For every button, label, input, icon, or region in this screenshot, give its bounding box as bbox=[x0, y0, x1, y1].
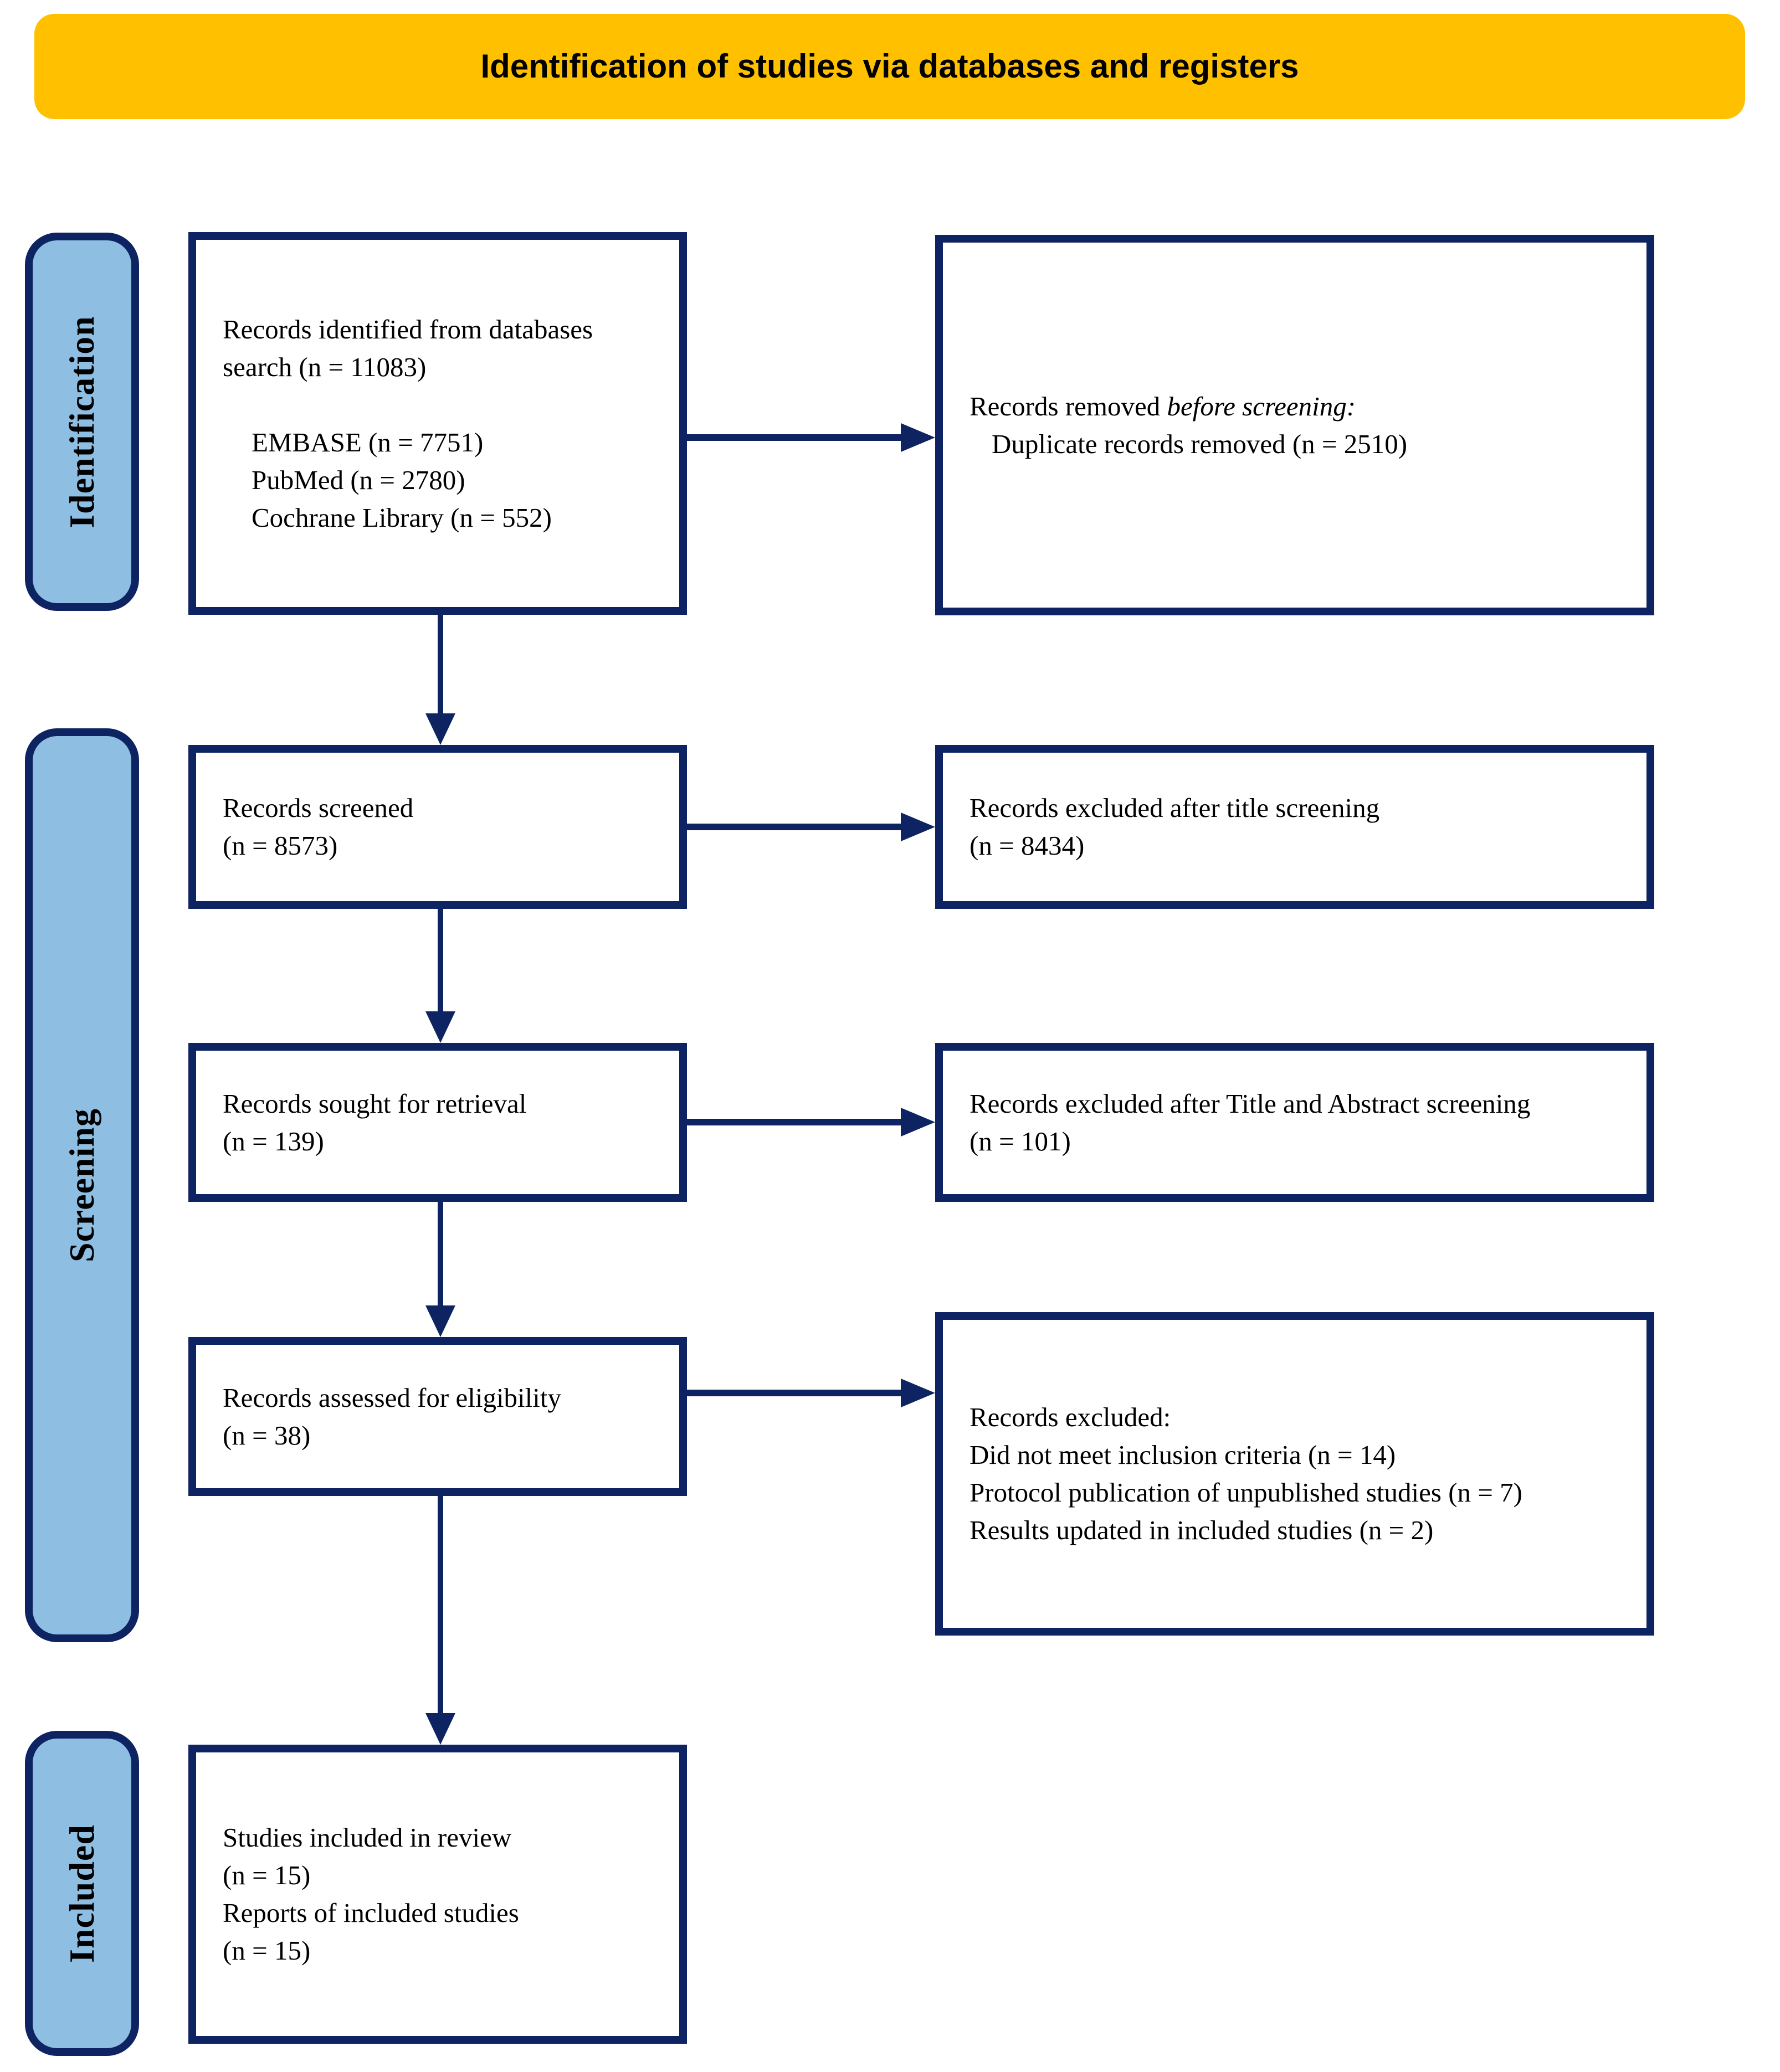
box-records-excluded-line2: Did not meet inclusion criteria (n = 14) bbox=[969, 1439, 1396, 1470]
box-records-removed-normal: Records removed bbox=[969, 390, 1167, 421]
box-records-identified-embase: EMBASE (n = 7751) bbox=[252, 426, 484, 457]
box-records-excluded-line4: Results updated in included studies (n =… bbox=[969, 1515, 1434, 1545]
arrow-down-1-head bbox=[425, 713, 455, 745]
box-studies-included-line1: Studies included in review bbox=[223, 1822, 512, 1853]
stage-label-identification: Identification bbox=[62, 315, 101, 528]
box-excluded-title-line1: Records excluded after title screening bbox=[969, 793, 1380, 823]
box-records-sought-line1: Records sought for retrieval bbox=[223, 1088, 527, 1119]
arrow-right-2-head bbox=[901, 813, 935, 841]
box-studies-included-line2: (n = 15) bbox=[223, 1860, 311, 1890]
box-records-excluded-line1: Records excluded: bbox=[969, 1402, 1171, 1432]
box-records-identified-line2: search (n = 11083) bbox=[223, 351, 427, 382]
box-records-removed-line2: Duplicate records removed (n = 2510) bbox=[992, 428, 1408, 459]
box-records-removed-line1: Records removed before screening: bbox=[969, 388, 1630, 425]
box-records-identified-pubmed: PubMed (n = 2780) bbox=[252, 464, 465, 495]
box-excluded-abstract-screening: Records excluded after Title and Abstrac… bbox=[935, 1043, 1654, 1202]
arrow-right-1-head bbox=[901, 423, 935, 452]
box-records-assessed: Records assessed for eligibility (n = 38… bbox=[188, 1337, 687, 1496]
diagram-title: Identification of studies via databases … bbox=[480, 48, 1299, 85]
box-records-identified: Records identified from databases search… bbox=[188, 232, 687, 615]
box-records-sought: Records sought for retrieval (n = 139) bbox=[188, 1043, 687, 1202]
arrow-right-1-line bbox=[687, 434, 901, 441]
box-records-excluded-line3: Protocol publication of unpublished stud… bbox=[969, 1477, 1522, 1508]
arrow-down-2-head bbox=[425, 1011, 455, 1043]
stage-pill-identification: Identification bbox=[25, 233, 139, 611]
box-studies-included-line4: (n = 15) bbox=[223, 1935, 311, 1966]
box-records-sought-line2: (n = 139) bbox=[223, 1125, 324, 1156]
box-studies-included-line3: Reports of included studies bbox=[223, 1898, 519, 1928]
arrow-right-2-line bbox=[687, 824, 901, 830]
arrow-right-4-head bbox=[901, 1379, 935, 1407]
stage-pill-screening: Screening bbox=[25, 728, 139, 1642]
box-records-removed-italic: before screening: bbox=[1167, 390, 1356, 421]
stage-label-screening: Screening bbox=[62, 1108, 101, 1263]
box-records-identified-line1: Records identified from databases bbox=[223, 313, 593, 345]
box-records-identified-spacer bbox=[223, 386, 663, 424]
stage-label-included: Included bbox=[62, 1824, 101, 1963]
box-excluded-title-screening: Records excluded after title screening (… bbox=[935, 745, 1654, 909]
box-excluded-abstract-line2: (n = 101) bbox=[969, 1125, 1071, 1156]
box-records-screened-line1: Records screened bbox=[223, 793, 414, 823]
box-excluded-title-line2: (n = 8434) bbox=[969, 830, 1085, 861]
arrow-right-4-line bbox=[687, 1390, 901, 1396]
box-records-removed: Records removed before screening: Duplic… bbox=[935, 235, 1654, 615]
arrow-down-3-head bbox=[425, 1305, 455, 1337]
arrow-right-3-head bbox=[901, 1108, 935, 1137]
box-records-identified-cochrane: Cochrane Library (n = 552) bbox=[252, 502, 552, 533]
box-records-assessed-line1: Records assessed for eligibility bbox=[223, 1382, 562, 1413]
arrow-down-4-head bbox=[425, 1713, 455, 1745]
arrow-down-2-line bbox=[438, 909, 443, 1014]
box-excluded-abstract-line1: Records excluded after Title and Abstrac… bbox=[969, 1088, 1531, 1119]
box-records-screened-line2: (n = 8573) bbox=[223, 830, 338, 861]
arrow-down-3-line bbox=[438, 1202, 443, 1308]
header-banner: Identification of studies via databases … bbox=[34, 14, 1745, 119]
arrow-down-4-line bbox=[438, 1496, 443, 1715]
box-records-screened: Records screened (n = 8573) bbox=[188, 745, 687, 909]
arrow-right-3-line bbox=[687, 1119, 901, 1125]
box-records-assessed-line2: (n = 38) bbox=[223, 1420, 311, 1451]
box-studies-included: Studies included in review (n = 15) Repo… bbox=[188, 1745, 687, 2044]
stage-pill-included: Included bbox=[25, 1731, 139, 2056]
box-records-excluded: Records excluded: Did not meet inclusion… bbox=[935, 1312, 1654, 1636]
arrow-down-1-line bbox=[438, 615, 443, 716]
